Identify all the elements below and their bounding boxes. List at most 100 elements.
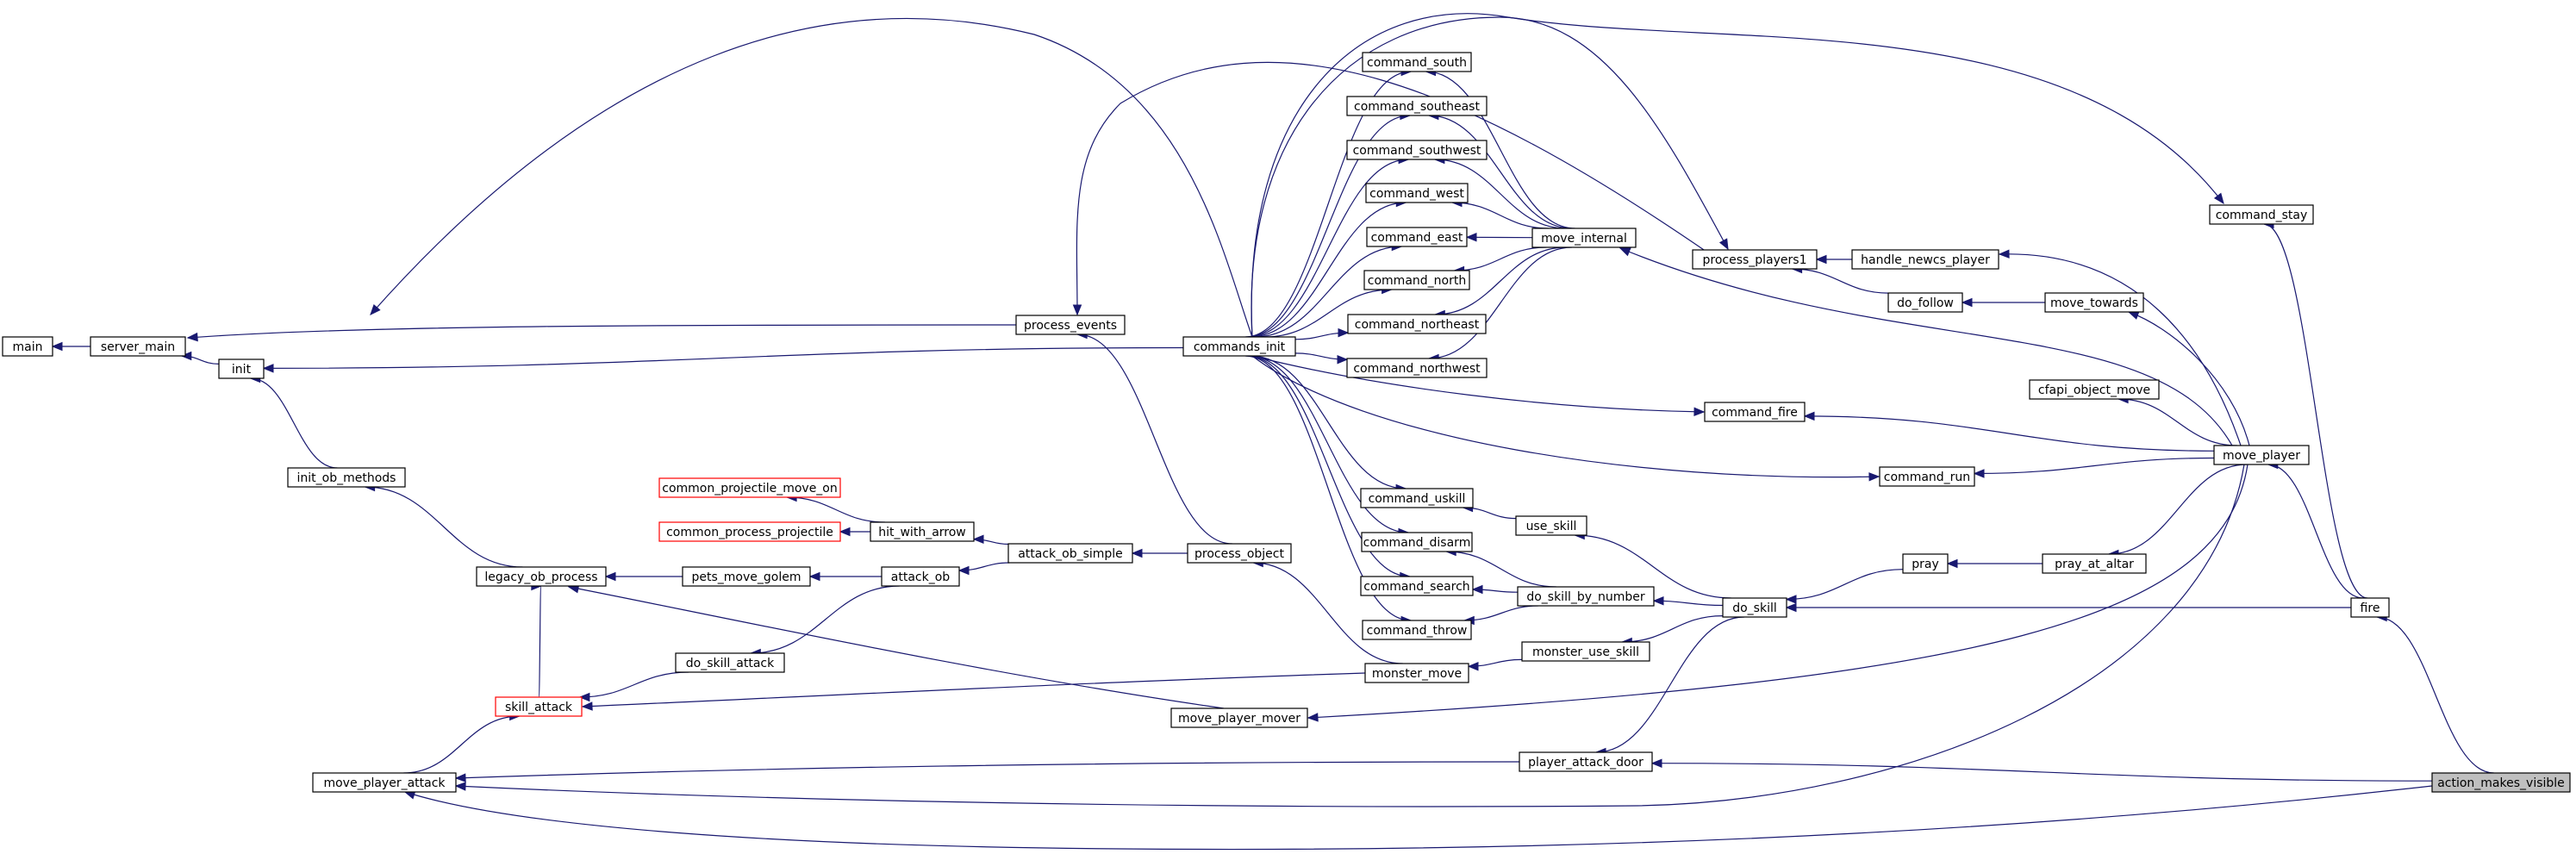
- node-command-search[interactable]: command_search: [1360, 576, 1474, 596]
- node-command-east[interactable]: command_east: [1366, 227, 1468, 247]
- edge-handle_newcs_player-to-process_players1: [1815, 254, 1853, 265]
- node-player-attack-door[interactable]: player_attack_door: [1519, 751, 1653, 772]
- arrowhead-icon: [1815, 254, 1827, 265]
- edge-init-to-server_main: [180, 351, 220, 365]
- node-fire[interactable]: fire: [2350, 597, 2390, 618]
- edge-line: [1076, 61, 1707, 315]
- node-common-projectile-move-on[interactable]: common_projectile_move_on: [658, 477, 841, 498]
- node-command-stay[interactable]: command_stay: [2209, 204, 2314, 225]
- arrowhead-icon: [1650, 758, 1662, 768]
- node-attack-ob[interactable]: attack_ob: [881, 566, 960, 587]
- node-do-follow[interactable]: do_follow: [1887, 292, 1963, 313]
- node-box: [1360, 488, 1474, 508]
- edge-action_makes_visible-to-player_attack_door: [1650, 758, 2433, 782]
- node-label: do_skill: [1732, 602, 1777, 615]
- edge-line: [582, 672, 1366, 708]
- node-label: process_events: [1024, 319, 1117, 333]
- node-command-southeast[interactable]: command_southeast: [1346, 96, 1488, 116]
- node-cfapi-object-move[interactable]: cfapi_object_move: [2029, 379, 2160, 400]
- node-commands-init[interactable]: commands_init: [1182, 336, 1296, 357]
- node-common-process-projectile[interactable]: common_process_projectile: [658, 521, 841, 542]
- edge-commands_init-to-init: [262, 346, 1184, 373]
- edge-line: [1786, 569, 1904, 601]
- node-label: command_throw: [1367, 624, 1468, 638]
- node-box: [287, 467, 406, 488]
- edge-line: [365, 486, 523, 568]
- node-process-events[interactable]: process_events: [1015, 315, 1126, 335]
- node-hit-with-arrow[interactable]: hit_with_arrow: [870, 521, 975, 542]
- edge-attack_ob-to-pets_move_golem: [808, 571, 882, 582]
- node-label: command_uskill: [1369, 492, 1466, 506]
- node-move-player-attack[interactable]: move_player_attack: [312, 772, 457, 793]
- node-label: main: [13, 340, 43, 354]
- node-skill-attack[interactable]: skill_attack: [495, 696, 583, 717]
- node-command-northwest[interactable]: command_northwest: [1346, 358, 1488, 378]
- edge-line: [187, 324, 1018, 339]
- node-move-player-mover[interactable]: move_player_mover: [1170, 708, 1308, 728]
- edge-line: [787, 496, 885, 523]
- node-init-ob-methods[interactable]: init_ob_methods: [287, 467, 406, 488]
- edge-line: [2263, 223, 2368, 599]
- node-label: move_player_mover: [1178, 712, 1300, 726]
- node-init[interactable]: init: [218, 358, 265, 379]
- edge-commands_init-to-process_players1: [1251, 16, 1729, 338]
- node-command-throw[interactable]: command_throw: [1362, 620, 1472, 640]
- edge-line: [2108, 464, 2248, 555]
- edge-move_player-to-command_fire: [1803, 411, 2215, 452]
- node-handle-newcs-player[interactable]: handle_newcs_player: [1851, 249, 1999, 270]
- node-move-internal[interactable]: move_internal: [1531, 228, 1637, 248]
- node-main[interactable]: main: [2, 336, 53, 357]
- node-pray[interactable]: pray: [1902, 553, 1949, 574]
- node-box: [1365, 183, 1469, 203]
- arrowhead-icon: [2213, 192, 2224, 205]
- node-command-run[interactable]: command_run: [1879, 466, 1975, 487]
- node-command-north[interactable]: command_north: [1363, 270, 1470, 290]
- node-process-object[interactable]: process_object: [1187, 543, 1292, 564]
- edge-move_player-to-pray_at_altar: [2107, 464, 2248, 559]
- node-command-northeast[interactable]: command_northeast: [1347, 314, 1487, 334]
- node-box: [1692, 249, 1818, 270]
- node-command-fire[interactable]: command_fire: [1704, 402, 1806, 422]
- edge-move_player_attack-to-skill_attack: [403, 711, 521, 774]
- node-box: [2213, 445, 2310, 465]
- node-label: common_projectile_move_on: [662, 482, 838, 496]
- edge-move_internal-to-command_southeast: [1427, 110, 1573, 229]
- node-label: do_skill_by_number: [1526, 590, 1645, 604]
- arrowhead-icon: [1072, 304, 1082, 316]
- node-process-players1[interactable]: process_players1: [1692, 249, 1818, 270]
- node-move-player[interactable]: move_player: [2213, 445, 2310, 465]
- node-legacy-ob-process[interactable]: legacy_ob_process: [476, 566, 607, 587]
- edge-move_player-to-move_player_mover: [1307, 464, 2249, 722]
- node-do-skill-attack[interactable]: do_skill_attack: [675, 652, 785, 673]
- node-do-skill[interactable]: do_skill: [1722, 597, 1787, 618]
- node-pray-at-altar[interactable]: pray_at_altar: [2042, 553, 2147, 574]
- edge-commands_init-to-command_fire: [1251, 355, 1706, 417]
- node-attack-ob-simple[interactable]: attack_ob_simple: [1007, 543, 1133, 564]
- node-pets-move-golem[interactable]: pets_move_golem: [682, 566, 811, 587]
- edge-line: [1434, 159, 1567, 229]
- node-use-skill[interactable]: use_skill: [1515, 515, 1587, 536]
- edge-line: [1307, 464, 2249, 719]
- node-label: process_players1: [1702, 253, 1806, 267]
- node-server-main[interactable]: server_main: [90, 336, 186, 357]
- node-label: command_southeast: [1354, 100, 1480, 114]
- node-do-skill-by-number[interactable]: do_skill_by_number: [1517, 586, 1655, 607]
- arrowhead-icon: [51, 341, 63, 352]
- edge-process_object-to-process_events: [1076, 329, 1232, 545]
- node-action-makes-visible[interactable]: action_makes_visible: [2431, 772, 2571, 793]
- node-box: [1851, 249, 1999, 270]
- node-box: [2044, 292, 2144, 313]
- node-monster-move[interactable]: monster_move: [1364, 663, 1469, 683]
- node-move-towards[interactable]: move_towards: [2044, 292, 2144, 313]
- node-box: [1531, 228, 1637, 248]
- node-command-uskill[interactable]: command_uskill: [1360, 488, 1474, 508]
- node-command-southwest[interactable]: command_southwest: [1346, 140, 1488, 160]
- node-command-south[interactable]: command_south: [1362, 52, 1472, 72]
- node-command-disarm[interactable]: command_disarm: [1361, 532, 1473, 552]
- node-command-west[interactable]: command_west: [1365, 183, 1469, 203]
- edge-move_towards-to-do_follow: [1961, 297, 2046, 308]
- node-label: command_south: [1367, 56, 1467, 70]
- edge-line: [1999, 253, 2242, 446]
- edge-line: [404, 785, 2433, 851]
- node-monster-use-skill[interactable]: monster_use_skill: [1521, 641, 1650, 662]
